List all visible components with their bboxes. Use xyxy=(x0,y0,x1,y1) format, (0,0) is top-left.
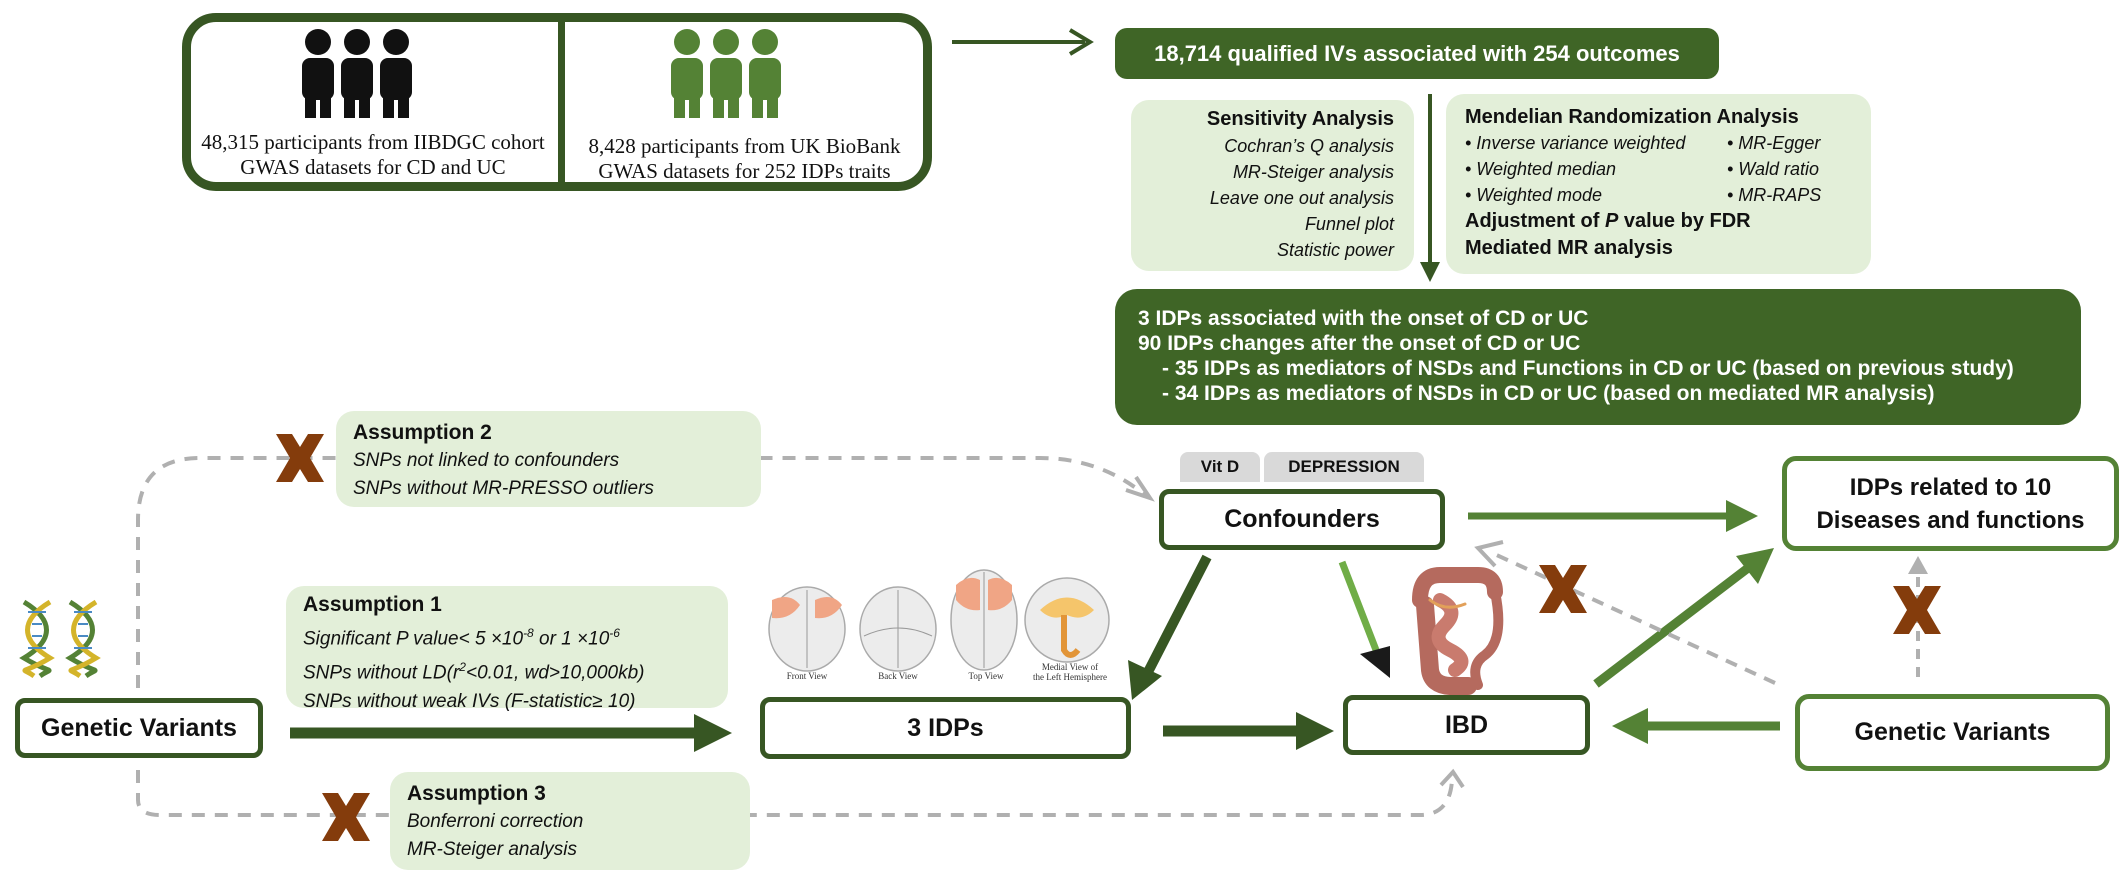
people-icon-green xyxy=(671,29,781,118)
results-box: 3 IDPs associated with the onset of CD o… xyxy=(1115,289,2081,425)
assumption2-item: SNPs not linked to confounders xyxy=(353,450,620,471)
cross-assumption3 xyxy=(322,793,370,841)
mr-method: • Inverse variance weighted xyxy=(1465,133,1686,153)
dashed-gv2-to-conf xyxy=(1489,550,1776,685)
sensitivity-item: Funnel plot xyxy=(1304,214,1394,234)
assumption3-panel: Assumption 3 Bonferroni correction MR-St… xyxy=(390,772,750,870)
result-subline: - 34 IDPs as mediators of NSDs in CD or … xyxy=(1162,382,1935,405)
sensitivity-item: MR-Steiger analysis xyxy=(1232,162,1394,182)
genetic-variants-left-node: Genetic Variants xyxy=(15,698,263,758)
mediated-mr-analysis: Mediated MR analysis xyxy=(1465,237,1673,259)
cross-gv2-conf xyxy=(1539,565,1587,613)
assumption1-pvalue: Significant P value< 5 ×10-8 or 1 ×10-6 xyxy=(303,626,620,650)
idps3-node: 3 IDPs xyxy=(760,697,1131,759)
assumption1-weak-ivs: SNPs without weak IVs (F-statistic≥ 10) xyxy=(303,690,636,712)
arrow-ibd-to-idps10 xyxy=(1593,564,1751,688)
ukbiobank-caption-line1: 8,428 participants from UK BioBank xyxy=(588,134,901,158)
mr-method: • Wald ratio xyxy=(1727,159,1820,179)
mr-method: • Weighted median xyxy=(1465,159,1617,179)
genetic-variants-right-node: Genetic Variants xyxy=(1795,694,2110,771)
dashed-assumption3-path xyxy=(136,770,1454,817)
assumption1-ld: SNPs without LD(r2<0.01, wd>10,000kb) xyxy=(303,660,645,684)
result-subline: - 35 IDPs as mediators of NSDs and Funct… xyxy=(1162,357,2014,380)
iibdgc-caption-line2: GWAS datasets for CD and UC xyxy=(240,155,506,179)
brain-label: Back View xyxy=(878,671,918,681)
result-line: 90 IDPs changes after the onset of CD or… xyxy=(1138,332,1581,355)
brain-back-view-image xyxy=(859,586,937,672)
brain-label: Top View xyxy=(968,671,1004,681)
mr-method: • Weighted mode xyxy=(1465,185,1603,205)
arrow-conf-to-idps xyxy=(1143,554,1212,675)
data-sources-box xyxy=(182,13,932,191)
sensitivity-analysis-panel: Sensitivity Analysis Cochran’s Q analysi… xyxy=(1131,100,1414,271)
assumption3-title: Assumption 3 xyxy=(407,782,546,805)
cross-gv2-idps10 xyxy=(1893,586,1941,634)
qualified-ivs-text: 18,714 qualified IVs associated with 254… xyxy=(1154,40,1680,66)
intestine-image xyxy=(1412,567,1504,695)
fdr-adjustment: Adjustment of P value by FDR xyxy=(1465,210,1751,232)
brain-label: Front View xyxy=(786,671,828,681)
people-icon-black xyxy=(302,29,412,118)
assumption2-title: Assumption 2 xyxy=(353,421,492,444)
tab-depression: DEPRESSION xyxy=(1264,452,1424,482)
ukbiobank-caption: 8,428 participants from UK BioBank GWAS … xyxy=(567,134,922,184)
sensitivity-item: Cochran’s Q analysis xyxy=(1224,136,1394,156)
iibdgc-caption: 48,315 participants from IIBDGC cohort G… xyxy=(188,130,558,180)
ibd-node: IBD xyxy=(1343,695,1590,755)
assumption1-panel: Assumption 1 Significant P value< 5 ×10-… xyxy=(286,586,728,712)
qualified-ivs-box: 18,714 qualified IVs associated with 254… xyxy=(1115,28,1719,79)
mr-method: • MR-Egger xyxy=(1727,133,1821,153)
assumption2-item: SNPs without MR-PRESSO outliers xyxy=(353,478,654,499)
mr-analysis-panel: Mendelian Randomization Analysis • Inver… xyxy=(1446,94,1871,274)
sensitivity-item: Statistic power xyxy=(1276,240,1394,260)
brain-medial-view-image xyxy=(1024,577,1110,663)
iibdgc-caption-line1: 48,315 participants from IIBDGC cohort xyxy=(201,130,545,154)
dashed-assumption2-path xyxy=(136,456,1147,688)
brain-top-view-image xyxy=(950,569,1018,671)
ukbiobank-caption-line2: GWAS datasets for 252 IDPs traits xyxy=(598,159,891,183)
mr-method: • MR-RAPS xyxy=(1727,185,1822,205)
cross-assumption2 xyxy=(276,434,324,482)
sensitivity-item: Leave one out analysis xyxy=(1209,188,1394,208)
sensitivity-title: Sensitivity Analysis xyxy=(1206,108,1394,130)
result-line: 3 IDPs associated with the onset of CD o… xyxy=(1138,307,1589,330)
arrow-conf-to-ibd xyxy=(1338,560,1380,652)
assumption3-item: Bonferroni correction xyxy=(407,811,584,832)
data-sources-divider xyxy=(558,17,565,187)
confounders-node: Confounders xyxy=(1159,489,1445,550)
brain-front-view-image xyxy=(768,586,846,672)
tab-vit-d: Vit D xyxy=(1180,452,1260,482)
dna-helix-icon xyxy=(19,599,101,679)
assumption2-panel: Assumption 2 SNPs not linked to confound… xyxy=(336,411,761,507)
assumption3-item: MR-Steiger analysis xyxy=(407,839,577,860)
assumption1-title: Assumption 1 xyxy=(303,593,442,616)
mr-analysis-title: Mendelian Randomization Analysis xyxy=(1465,106,1799,128)
